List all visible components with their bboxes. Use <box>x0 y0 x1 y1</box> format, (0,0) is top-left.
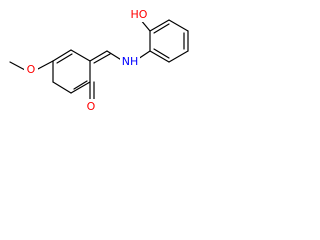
left-ring-double-bond-bottom <box>73 80 88 90</box>
chemical-structure-diagram: O O NH HO <box>9 8 189 114</box>
phenol-mask <box>128 8 150 22</box>
ketone-oxygen-label: O <box>87 100 96 113</box>
right-ring-double-bond-bottom <box>153 48 170 59</box>
imine-nitrogen-label: NH <box>122 55 139 68</box>
phenol-label: HO <box>131 8 148 21</box>
exocyclic-double-bond-b <box>93 53 111 64</box>
left-ring-double-bond-top <box>56 53 73 64</box>
right-ring-bond-5 <box>168 50 189 63</box>
left-ring-bond-5 <box>52 81 72 94</box>
right-ring-double-bond-top <box>153 23 170 34</box>
right-ring-bond-2 <box>149 19 170 32</box>
bond-network <box>9 18 189 102</box>
ketone-oxygen-mask <box>84 99 98 114</box>
molecule-canvas: O O NH HO <box>0 0 207 122</box>
methoxy-oxygen-bond <box>35 60 54 71</box>
methoxy-oxygen-mask <box>24 63 38 77</box>
right-ring-bond-6 <box>149 50 170 63</box>
left-ring-bond-1 <box>52 49 72 62</box>
methoxy-oxygen-label: O <box>27 63 36 76</box>
left-ring-bond-2 <box>70 49 91 62</box>
right-ring-bond-3 <box>168 19 189 32</box>
left-ring-bond-4 <box>70 81 91 94</box>
methyl-bond <box>9 61 26 71</box>
imine-nitrogen-mask <box>120 55 140 69</box>
exocyclic-double-bond-a <box>89 50 108 62</box>
